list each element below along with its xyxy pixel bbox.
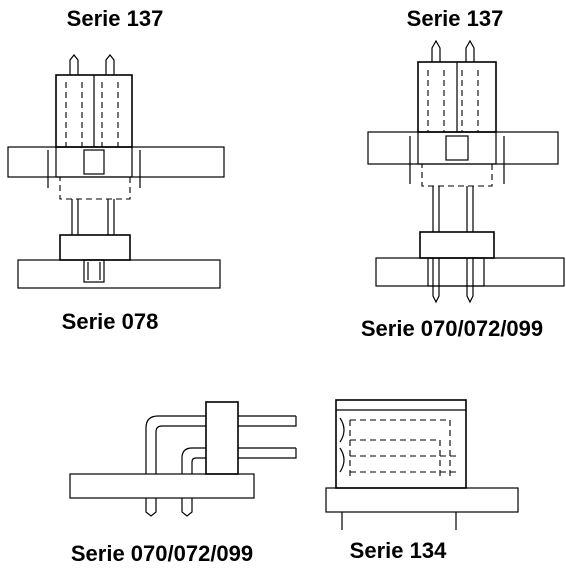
label-mid-left: Serie 078 <box>61 309 159 334</box>
label-mid-right: Serie 070/072/099 <box>360 316 544 341</box>
label-bottom-left: Serie 070/072/099 <box>70 541 254 566</box>
drawing-right-angle-header <box>69 401 297 517</box>
label-top-right: Serie 137 <box>406 6 504 31</box>
drawing-serie-137-078 <box>7 54 225 289</box>
drawing-serie-137-070 <box>367 39 565 304</box>
drawing-serie-134 <box>325 399 519 530</box>
label-top-left: Serie 137 <box>66 6 164 31</box>
label-bottom-right: Serie 134 <box>349 538 447 563</box>
